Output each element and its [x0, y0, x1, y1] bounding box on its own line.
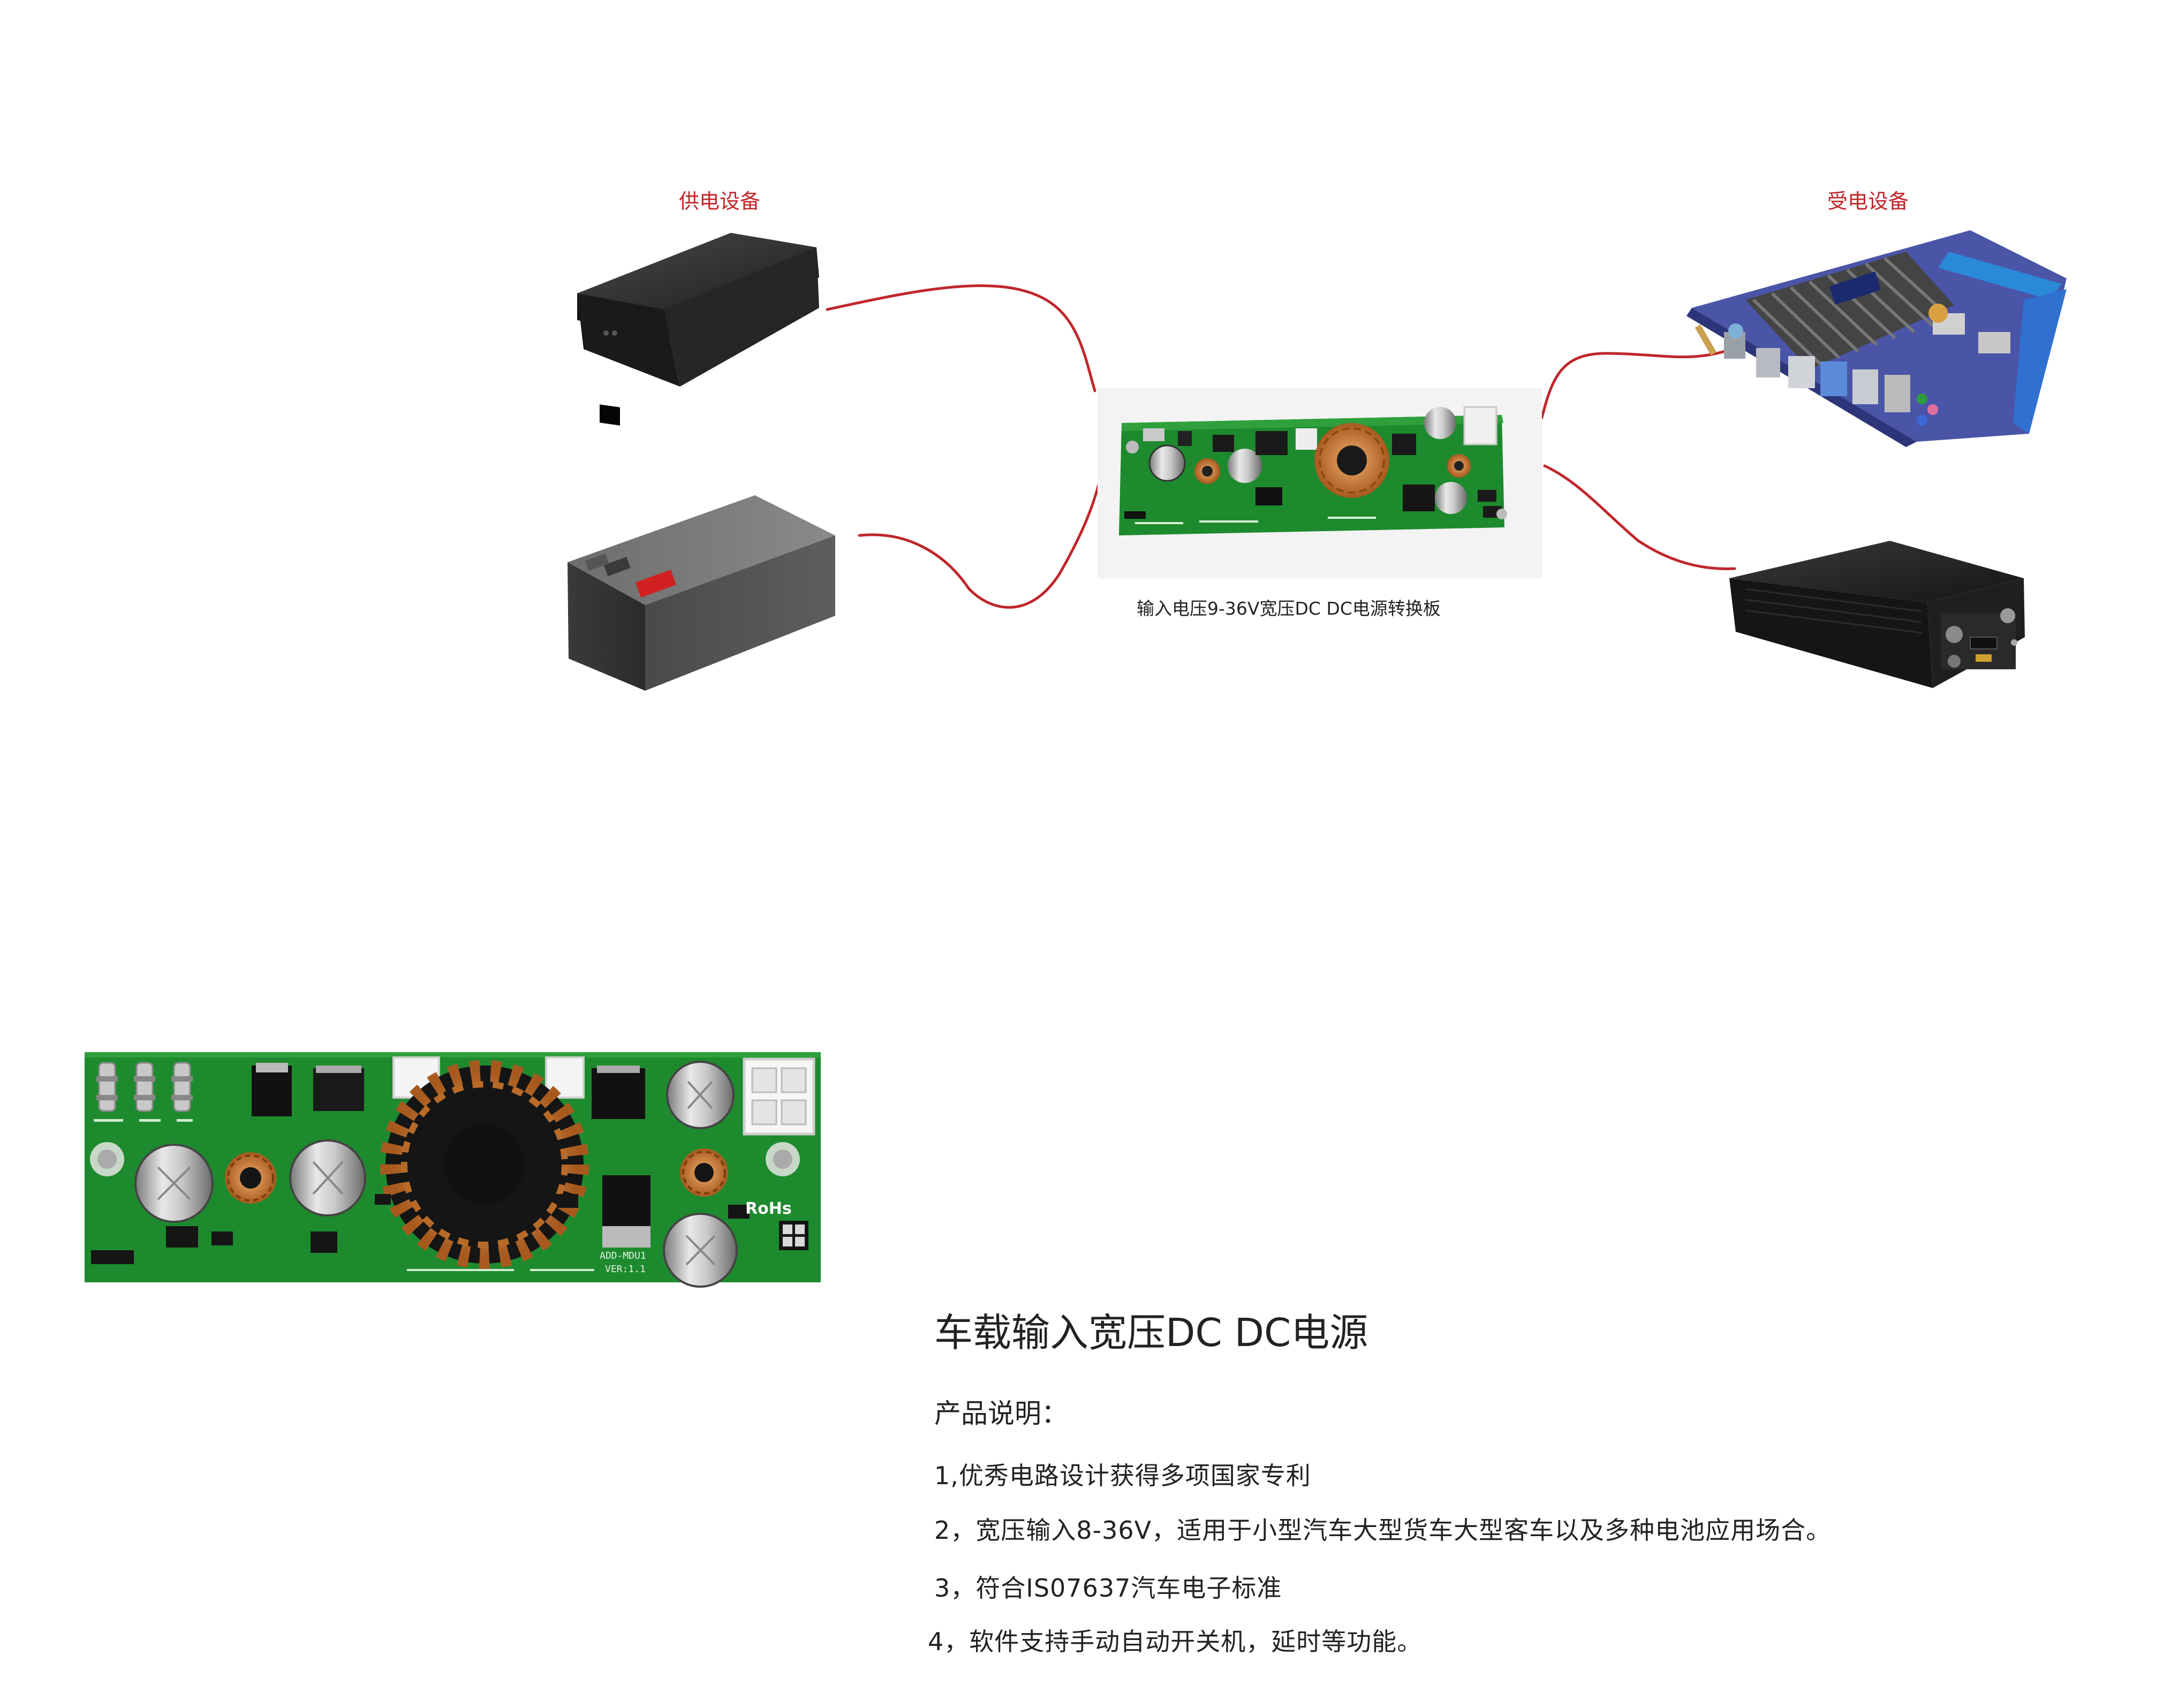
pcb-board-large-icon — [85, 1052, 821, 1288]
vehicle-dvr-box-icon — [1729, 541, 2025, 688]
feature-item-1: 1,优秀电路设计获得多项国家专利 — [934, 1461, 1311, 1490]
description-heading: 产品说明： — [934, 1398, 1068, 1429]
rohs-mark: RoHs — [745, 1199, 792, 1218]
pcb-version-text: VER:1.1 — [605, 1264, 646, 1275]
motherboard-icon — [1686, 230, 2067, 447]
wire-battery-to-board — [858, 483, 1100, 609]
board-caption: 输入电压9-36V宽压DC DC电源转换板 — [1137, 598, 1441, 619]
pcb-model-text: ADD-MDU1 — [600, 1250, 646, 1261]
wire-adapter-to-board — [826, 284, 1096, 392]
battery-icon — [568, 495, 835, 691]
feature-item-2: 2，宽压输入8-36V，适用于小型汽车大型货车大型客车以及多种电池应用场合。 — [934, 1516, 1832, 1545]
wire-board-to-motherboard — [1540, 346, 1736, 419]
wire-board-to-dvr — [1543, 464, 1736, 570]
pcb-board-icon — [1098, 388, 1542, 578]
power-adapter-icon — [577, 233, 819, 426]
receive-device-label: 受电设备 — [1827, 190, 1909, 213]
product-title: 车载输入宽压DC DC电源 — [934, 1310, 1368, 1355]
supply-device-label: 供电设备 — [679, 190, 761, 213]
feature-item-3: 3，符合IS07637汽车电子标准 — [934, 1574, 1282, 1603]
feature-item-4: 4，软件支持手动自动开关机，延时等功能。 — [928, 1627, 1423, 1656]
connection-wires — [826, 284, 1736, 609]
